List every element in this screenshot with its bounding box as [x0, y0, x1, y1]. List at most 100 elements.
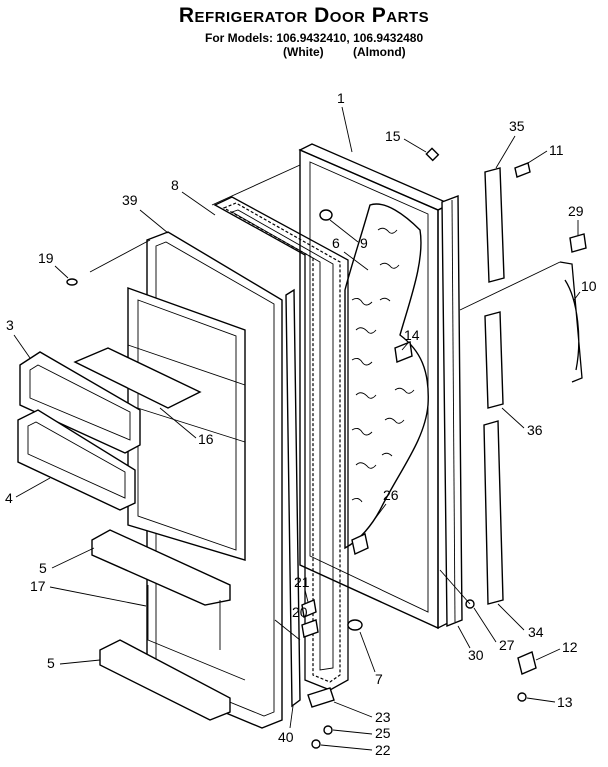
finish-almond: (Almond)	[353, 45, 406, 59]
svg-text:15: 15	[385, 128, 401, 144]
callout-3: 3	[6, 317, 31, 359]
svg-text:16: 16	[198, 431, 214, 447]
door-bin-lower	[17, 409, 136, 511]
callout-20: 20	[292, 604, 308, 620]
callout-23: 23	[333, 701, 391, 725]
door-handle	[559, 261, 583, 383]
callout-9: 9	[329, 219, 368, 251]
cap-7	[347, 619, 363, 631]
svg-text:40: 40	[278, 729, 294, 745]
callout-30: 30	[457, 625, 484, 663]
callout-13: 13	[526, 694, 573, 710]
callout-12: 12	[535, 639, 578, 661]
bracket-26	[351, 532, 369, 556]
callout-1: 1	[337, 90, 353, 153]
svg-text:20: 20	[292, 604, 308, 620]
callout-17: 17	[30, 578, 147, 607]
callout-11: 11	[527, 142, 564, 164]
svg-text:7: 7	[375, 671, 383, 687]
callout-36: 36	[501, 407, 543, 438]
callout-26: 26	[361, 487, 399, 537]
plug-15	[425, 147, 440, 162]
hinge-12	[517, 651, 537, 675]
door-bin-upper	[19, 351, 141, 454]
callout-34: 34	[497, 603, 544, 640]
callout-29: 29	[568, 203, 584, 236]
svg-text:22: 22	[375, 742, 391, 758]
spacer-20	[301, 619, 319, 638]
svg-text:27: 27	[499, 637, 515, 653]
svg-text:8: 8	[171, 177, 179, 193]
svg-text:30: 30	[468, 647, 484, 663]
callout-5-upper: 5	[39, 547, 95, 576]
svg-text:13: 13	[557, 694, 573, 710]
callout-4: 4	[5, 477, 51, 506]
inner-door-liner	[127, 231, 283, 729]
cap-9	[319, 209, 333, 221]
svg-text:21: 21	[294, 574, 310, 590]
shelf-frame	[147, 585, 246, 681]
clip-11	[514, 162, 531, 178]
handle-trim-top	[484, 167, 505, 283]
screw-13	[517, 692, 527, 702]
callout-19: 19	[38, 250, 69, 279]
handle-trim-bottom	[483, 420, 504, 605]
hinge-23	[307, 687, 335, 708]
callout-39: 39	[122, 192, 169, 234]
hardware-parts	[66, 147, 587, 749]
callout-labels: 1 15 35 11 8 39 29 9 6 19 10 3 14 16 36 …	[5, 90, 597, 758]
shelf-rack-lower	[99, 639, 231, 721]
plug-19	[66, 278, 78, 286]
bracket-14	[394, 341, 413, 363]
callout-5-lower: 5	[47, 655, 101, 671]
svg-text:3: 3	[6, 317, 14, 333]
callout-16: 16	[159, 407, 214, 447]
bracket-29	[569, 233, 587, 253]
svg-text:14: 14	[404, 327, 420, 343]
model-numbers: For Models: 106.9432410, 106.9432480	[205, 31, 424, 45]
svg-text:39: 39	[122, 192, 138, 208]
svg-text:17: 17	[30, 578, 46, 594]
svg-text:12: 12	[562, 639, 578, 655]
callout-10: 10	[573, 278, 597, 301]
svg-text:29: 29	[568, 203, 584, 219]
page-title: Refrigerator Door Parts	[178, 4, 430, 27]
door-shelf	[73, 347, 202, 409]
callout-35: 35	[495, 118, 525, 169]
shelf-rack-upper	[91, 529, 231, 606]
pin-21	[301, 599, 317, 618]
svg-text:19: 19	[38, 250, 54, 266]
finish-white: (White)	[283, 45, 324, 59]
handle-trim-middle	[484, 311, 504, 409]
callout-7: 7	[359, 631, 383, 687]
svg-text:23: 23	[375, 709, 391, 725]
svg-text:5: 5	[39, 560, 47, 576]
callout-8: 8	[171, 177, 216, 216]
screw-25	[323, 725, 333, 735]
callout-6: 6	[332, 235, 369, 271]
trim-strip	[285, 288, 301, 708]
svg-text:35: 35	[509, 118, 525, 134]
svg-text:6: 6	[332, 235, 340, 251]
svg-text:5: 5	[47, 655, 55, 671]
callout-14: 14	[401, 327, 420, 351]
callout-22: 22	[320, 742, 391, 758]
callout-27: 27	[473, 607, 515, 653]
callout-40: 40	[278, 705, 294, 745]
svg-text:9: 9	[360, 235, 368, 251]
svg-text:36: 36	[527, 422, 543, 438]
leader-lines	[89, 164, 561, 641]
screw-22	[311, 739, 321, 749]
callout-15: 15	[385, 128, 427, 153]
callout-25: 25	[332, 725, 391, 741]
door-side-rail	[441, 194, 463, 628]
svg-text:25: 25	[375, 725, 391, 741]
foam-insulation	[344, 203, 429, 550]
svg-text:1: 1	[337, 90, 345, 106]
svg-text:11: 11	[549, 142, 564, 158]
door-gasket	[213, 196, 349, 691]
svg-text:26: 26	[383, 487, 399, 503]
callout-21: 21	[294, 574, 310, 603]
